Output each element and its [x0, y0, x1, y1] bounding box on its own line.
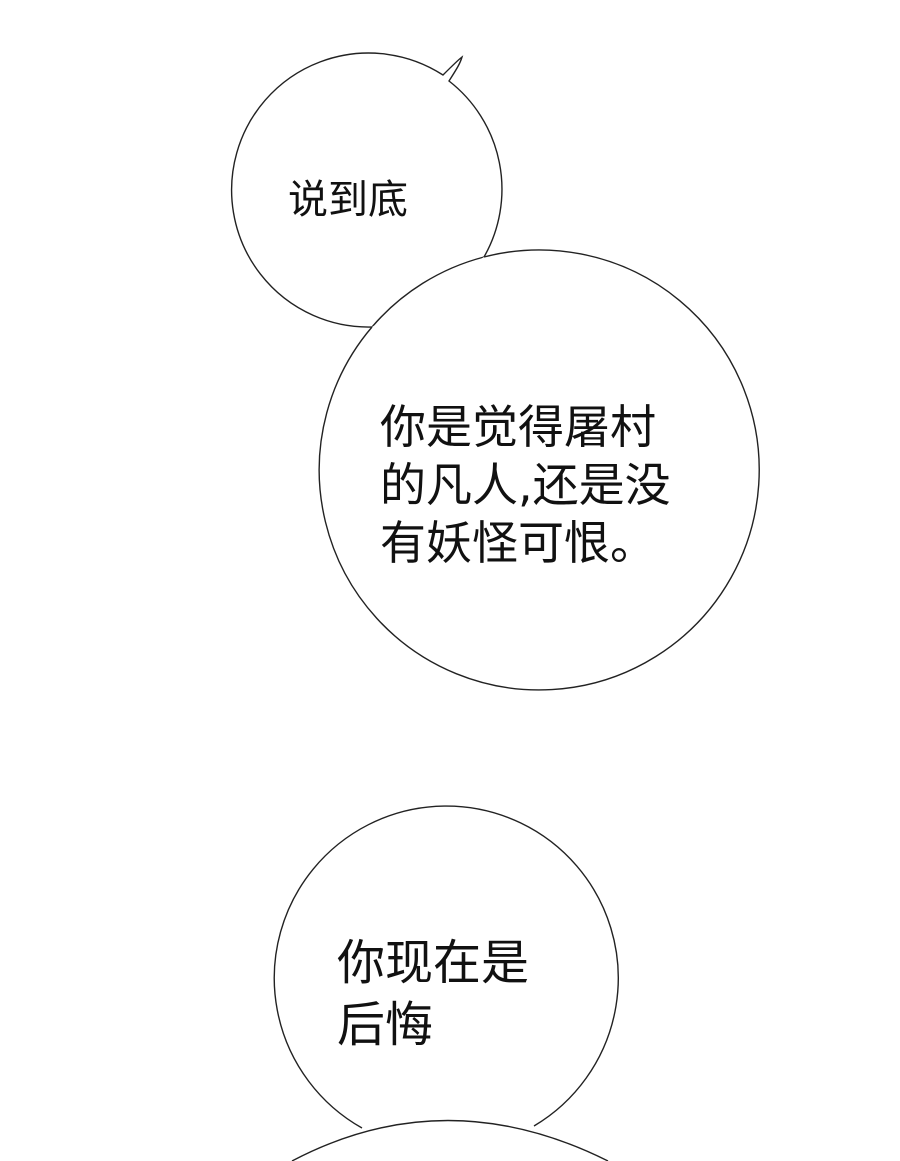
speech-bubble-3	[273, 805, 619, 1129]
speech-bubble-2	[318, 249, 760, 691]
bubble-3-text: 你现在是 后悔	[337, 935, 530, 1053]
bubble-1-text: 说到底	[288, 177, 408, 223]
bubble-2-text: 你是觉得屠村 的凡人,还是没 有妖怪可恨。	[380, 400, 671, 570]
speech-bubble-1	[230, 52, 503, 328]
speech-bubble-4	[291, 1119, 609, 1161]
